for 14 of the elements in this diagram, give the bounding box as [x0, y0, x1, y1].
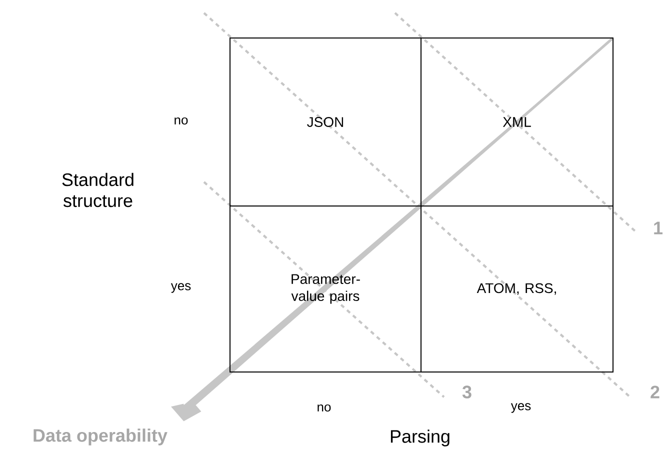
line-number: 1 — [654, 222, 663, 234]
axis-value-label: no — [174, 117, 188, 125]
line-number: 3 — [462, 386, 472, 398]
matrix-cell: ATOM, RSS, — [420, 206, 614, 372]
axis-value-label: yes — [170, 283, 191, 293]
matrix-cell: XML — [420, 38, 614, 206]
axis-value-label: no — [318, 404, 331, 412]
axis-title: Standard structure — [62, 172, 134, 208]
matrix-cell: Parameter- value pairs — [230, 206, 422, 372]
arrow-label: Data operability — [34, 428, 168, 446]
axis-value-label: yes — [510, 403, 531, 413]
axis-title: Parsing — [390, 430, 450, 446]
matrix-cell: JSON — [230, 38, 422, 206]
line-number: 2 — [650, 386, 660, 398]
